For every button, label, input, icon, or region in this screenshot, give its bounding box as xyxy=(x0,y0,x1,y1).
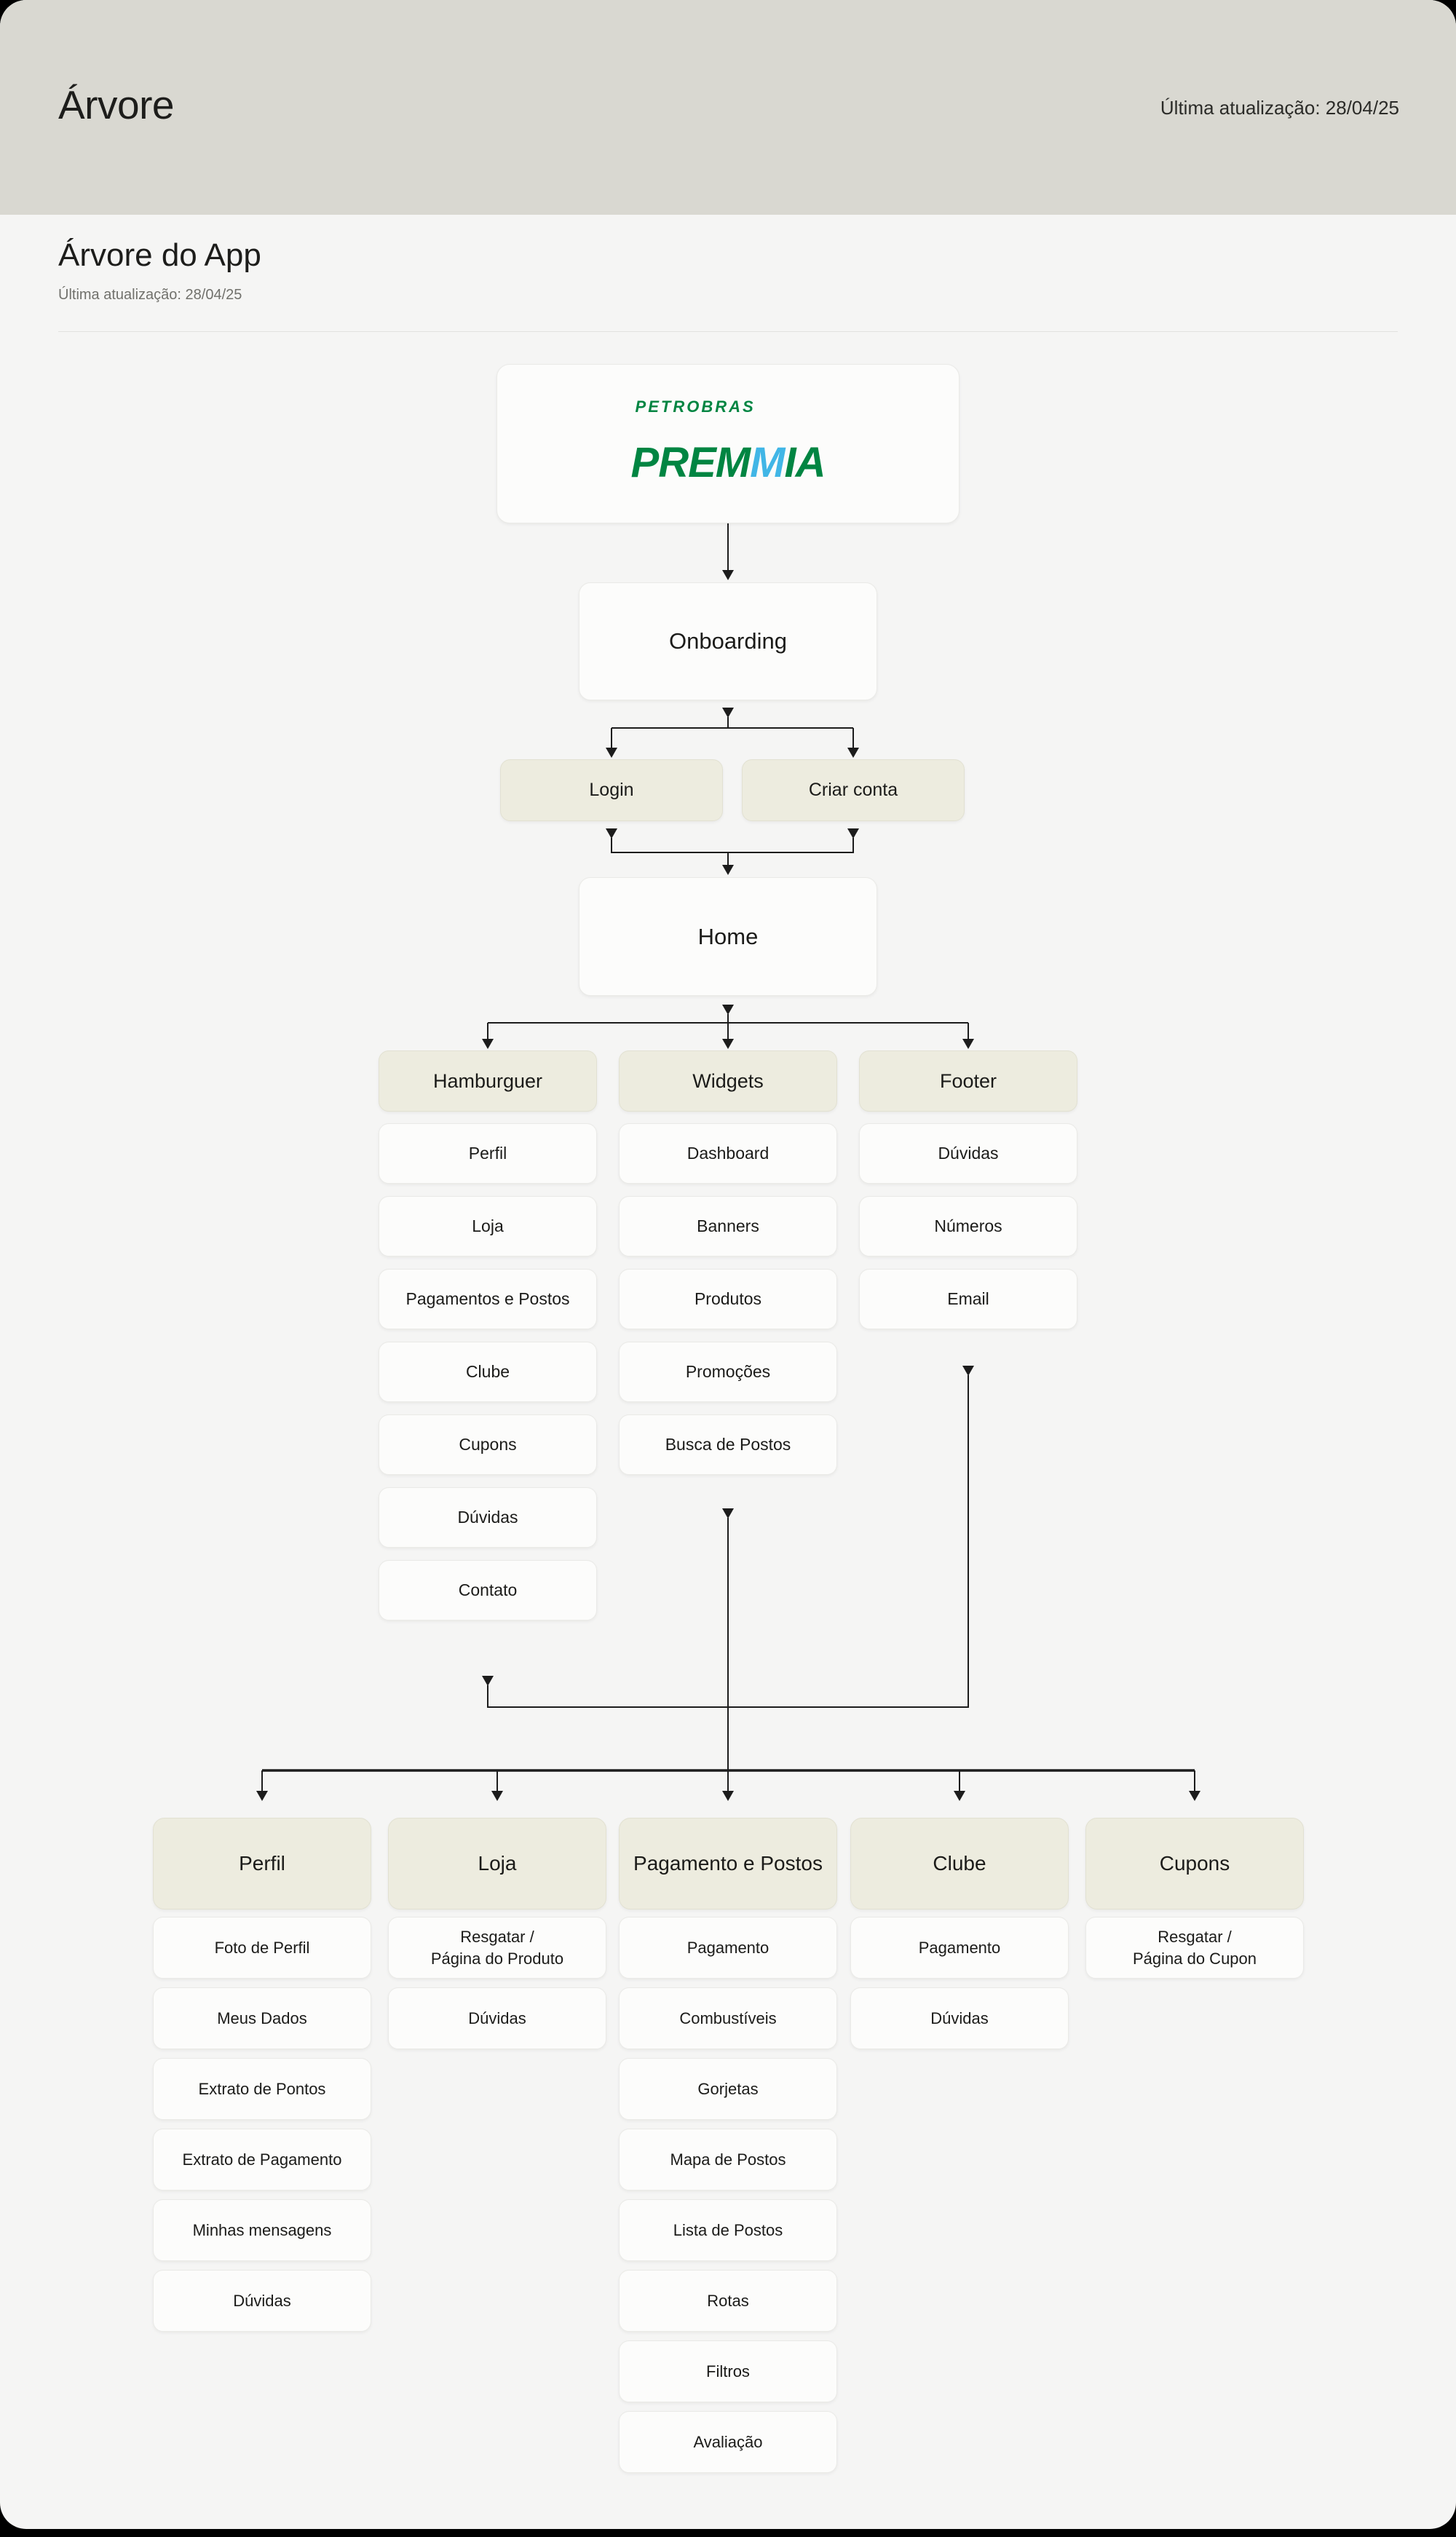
column-header-clube: Clube xyxy=(850,1818,1069,1909)
tree-node: Banners xyxy=(619,1196,837,1256)
tree-node: Dashboard xyxy=(619,1123,837,1184)
tree-node: Números xyxy=(859,1196,1077,1256)
column-header-loja: Loja xyxy=(388,1818,606,1909)
tree-node: Pagamentos e Postos xyxy=(379,1269,597,1329)
column-header-cupons: Cupons xyxy=(1085,1818,1304,1909)
tree-node: Combustíveis xyxy=(619,1987,837,2049)
tree-node: Lista de Postos xyxy=(619,2199,837,2261)
tree-node: Pagamento xyxy=(850,1917,1069,1979)
tree-node: Dúvidas xyxy=(379,1487,597,1548)
tree-node: Minhas mensagens xyxy=(153,2199,371,2261)
divider-line xyxy=(58,331,1398,332)
tree-node: Pagamento xyxy=(619,1917,837,1979)
tree-node: Meus Dados xyxy=(153,1987,371,2049)
root-node-premmia-logo: PETROBRAS PREMMIA xyxy=(496,364,960,523)
tree-node: Contato xyxy=(379,1560,597,1620)
column-header-hamburguer: Hamburguer xyxy=(379,1050,597,1112)
header-band: Árvore Última atualização: 28/04/25 xyxy=(0,0,1456,215)
premmia-part-green: PREM xyxy=(630,438,751,486)
section-title: Árvore do App xyxy=(58,237,261,273)
column-header-pagamento-e-postos: Pagamento e Postos xyxy=(619,1818,837,1909)
tree-node: Dúvidas xyxy=(850,1987,1069,2049)
tree-node: Dúvidas xyxy=(388,1987,606,2049)
tree-node: Extrato de Pagamento xyxy=(153,2129,371,2190)
petrobras-wordmark: PETROBRAS xyxy=(635,397,756,416)
premmia-logo: PETROBRAS PREMMIA xyxy=(631,380,826,507)
tree-node: Perfil xyxy=(379,1123,597,1184)
tree-node: Busca de Postos xyxy=(619,1414,837,1475)
tree-node-onboarding: Onboarding xyxy=(579,582,877,700)
tree-node-login: Login xyxy=(500,759,723,821)
premmia-wordmark: PREMMIA xyxy=(631,435,826,491)
page-title: Árvore xyxy=(58,82,175,127)
tree-node: Dúvidas xyxy=(859,1123,1077,1184)
column-header-widgets: Widgets xyxy=(619,1050,837,1112)
tree-node: Extrato de Pontos xyxy=(153,2058,371,2120)
tree-node: Email xyxy=(859,1269,1077,1329)
tree-node: Resgatar / Página do Cupon xyxy=(1085,1917,1304,1979)
tree-node-criar-conta: Criar conta xyxy=(742,759,965,821)
tree-node: Produtos xyxy=(619,1269,837,1329)
tree-node-home: Home xyxy=(579,877,877,996)
tree-node: Rotas xyxy=(619,2270,837,2332)
tree-node: Promoções xyxy=(619,1342,837,1402)
tree-node: Loja xyxy=(379,1196,597,1256)
tree-node: Resgatar / Página do Produto xyxy=(388,1917,606,1979)
column-header-footer: Footer xyxy=(859,1050,1077,1112)
premmia-part-blue: M xyxy=(750,438,785,486)
tree-node: Dúvidas xyxy=(153,2270,371,2332)
tree-node: Gorjetas xyxy=(619,2058,837,2120)
premmia-part-green2: IA xyxy=(784,438,826,486)
last-update-label: Última atualização: 28/04/25 xyxy=(1160,97,1399,119)
tree-node: Foto de Perfil xyxy=(153,1917,371,1979)
tree-node: Clube xyxy=(379,1342,597,1402)
tree-node: Cupons xyxy=(379,1414,597,1475)
tree-node: Filtros xyxy=(619,2340,837,2402)
column-header-perfil: Perfil xyxy=(153,1818,371,1909)
section-last-update: Última atualização: 28/04/25 xyxy=(58,287,242,303)
tree-node: Mapa de Postos xyxy=(619,2129,837,2190)
tree-node: Avaliação xyxy=(619,2411,837,2473)
